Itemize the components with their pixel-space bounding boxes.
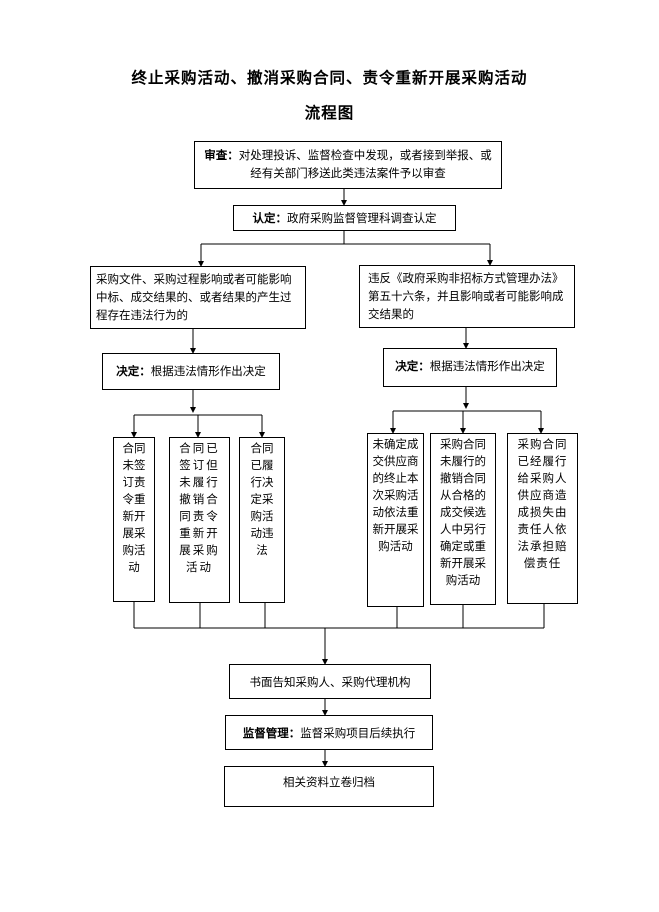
determination-label: 认定：	[252, 211, 288, 225]
outcome-performed-text: 合同已履行决定采购活动违法	[250, 441, 274, 557]
chart-title-line2: 流程图	[304, 104, 355, 122]
outcome-contract-not-performed-text: 采购合同未履行的撤销合同从合格的成交候选人中另行确定或重新开展采购活动	[440, 437, 486, 587]
outcome-signed-not-performed-text: 合同已签订但未履行撤销合同责令重新开展采购活动	[179, 441, 220, 574]
review-label: 审查：	[204, 148, 239, 162]
outcome-contract-performed-text: 采购合同已经履行给采购人供应商造成损失由责任人依法承担赔偿责任	[517, 437, 568, 570]
archive-box: 相关资料立卷归档	[224, 766, 434, 807]
supervise-label: 监督管理：	[242, 726, 301, 740]
determination-box: 认定：政府采购监督管理科调查认定	[233, 205, 456, 231]
right-case-box: 违反《政府采购非招标方式管理办法》第五十六条，并且影响或者可能影响成交结果的	[359, 265, 575, 328]
left-case-text: 采购文件、采购过程影响或者可能影响中标、成交结果的、或者结果的产生过程存在违法行…	[96, 272, 292, 322]
right-case-text: 违反《政府采购非招标方式管理办法》第五十六条，并且影响或者可能影响成交结果的	[368, 271, 564, 321]
left-decision-text: 根据违法情形作出决定	[150, 364, 266, 378]
right-decision-label: 决定：	[395, 359, 430, 373]
right-decision-box: 决定：根据违法情形作出决定	[383, 348, 557, 387]
outcome-signed-not-performed-box: 合同已签订但未履行撤销合同责令重新开展采购活动	[169, 437, 230, 603]
chart-title-line1: 终止采购活动、撤消采购合同、责令重新开展采购活动	[131, 69, 528, 87]
outcome-not-signed-box: 合同未签订责令重新开展采购活动	[113, 437, 155, 602]
review-box: 审查：对处理投诉、监督检查中发现，或者接到举报、或 经有关部门移送此类违法案件予…	[194, 141, 502, 189]
supervise-text: 监督采购项目后续执行	[300, 726, 416, 740]
archive-text: 相关资料立卷归档	[283, 775, 375, 789]
left-case-box: 采购文件、采购过程影响或者可能影响中标、成交结果的、或者结果的产生过程存在违法行…	[90, 266, 306, 329]
right-decision-text: 根据违法情形作出决定	[429, 359, 545, 373]
determination-text: 政府采购监督管理科调查认定	[287, 211, 437, 225]
notify-box: 书面告知采购人、采购代理机构	[229, 664, 431, 699]
outcome-performed-box: 合同已履行决定采购活动违法	[239, 437, 285, 603]
review-text-line2: 经有关部门移送此类违法案件予以审查	[250, 166, 446, 180]
notify-text: 书面告知采购人、采购代理机构	[249, 675, 411, 689]
supervise-box: 监督管理：监督采购项目后续执行	[225, 715, 433, 750]
left-decision-label: 决定：	[116, 364, 151, 378]
outcome-contract-not-performed-box: 采购合同未履行的撤销合同从合格的成交候选人中另行确定或重新开展采购活动	[430, 433, 496, 605]
outcome-contract-performed-box: 采购合同已经履行给采购人供应商造成损失由责任人依法承担赔偿责任	[507, 433, 578, 604]
outcome-no-supplier-text: 未确定成交供应商的终止本次采购活动依法重新开展采购活动	[372, 437, 419, 553]
review-text-line1: 对处理投诉、监督检查中发现，或者接到举报、或	[238, 148, 492, 162]
left-decision-box: 决定：根据违法情形作出决定	[102, 353, 280, 390]
outcome-not-signed-text: 合同未签订责令重新开展采购活动	[122, 441, 146, 574]
outcome-no-supplier-box: 未确定成交供应商的终止本次采购活动依法重新开展采购活动	[367, 433, 424, 607]
